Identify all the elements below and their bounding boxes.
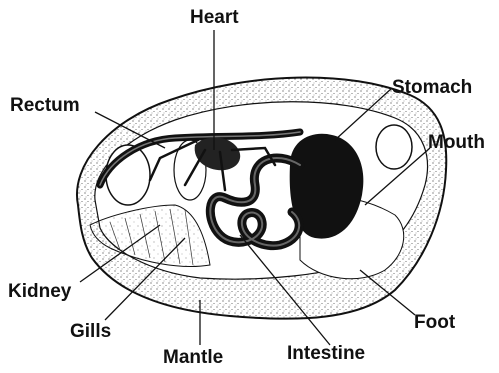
label-rectum: Rectum [10,96,80,115]
anterior-muscle [376,125,412,169]
label-foot: Foot [414,313,455,332]
label-gills: Gills [70,322,111,341]
label-mouth: Mouth [428,133,485,152]
label-heart: Heart [190,8,239,27]
label-mantle: Mantle [163,348,223,367]
label-intestine: Intestine [287,344,365,363]
label-stomach: Stomach [392,78,472,97]
label-kidney: Kidney [8,282,71,301]
